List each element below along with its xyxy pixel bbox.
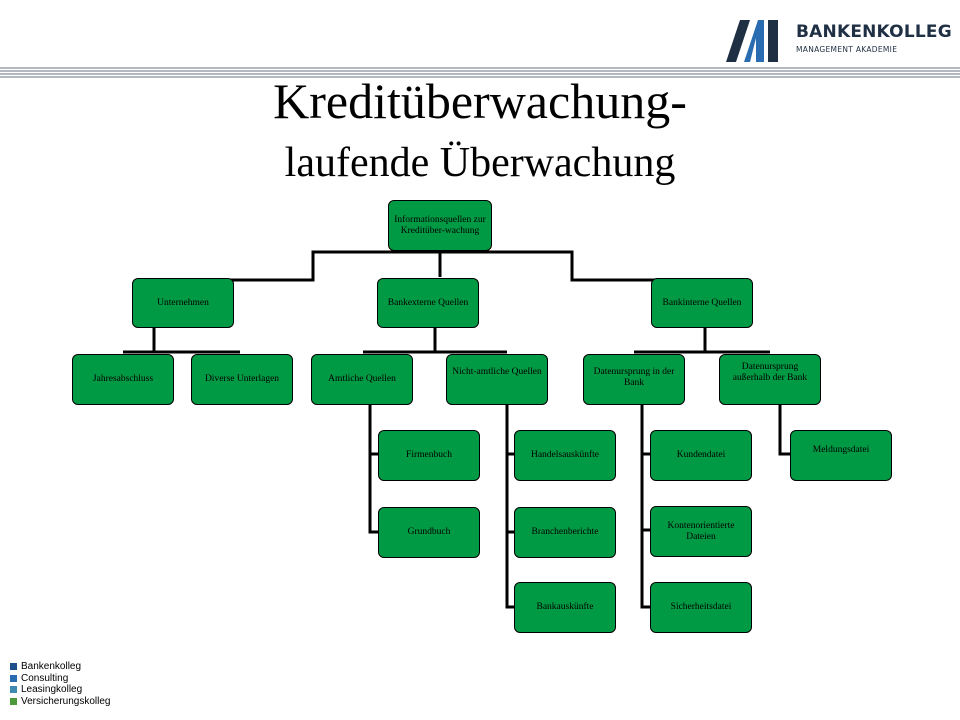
footer-item-consulting: Consulting: [10, 673, 230, 685]
logo-subtitle: MANAGEMENT AKADEMIE: [796, 45, 898, 54]
node-root: Informationsquellen zur Kreditüber-wachu…: [388, 200, 492, 251]
footer-item-versicherungskolleg: Versicherungskolleg: [10, 696, 230, 708]
footer-item-label: Versicherungskolleg: [21, 695, 111, 707]
node-bankauskuenfte: Bankauskünfte: [514, 582, 616, 633]
footer-item-label: Consulting: [21, 672, 69, 684]
node-firmenbuch: Firmenbuch: [378, 430, 480, 481]
header-rules: [0, 67, 960, 78]
footer-item-label: Bankenkolleg: [21, 661, 82, 673]
node-datenursprung-ausserhalb: Datenursprung außerhalb der Bank: [719, 354, 821, 405]
node-sicherheitsdatei: Sicherheitsdatei: [650, 582, 752, 633]
node-kontenorientierte-dateien: Kontenorientierte Dateien: [650, 506, 752, 557]
slide-subtitle: laufende Überwachung: [284, 140, 676, 186]
node-bankinterne-quellen: Bankinterne Quellen: [651, 278, 753, 328]
node-nicht-amtliche-quellen: Nicht-amtliche Quellen: [446, 354, 548, 405]
bankenkolleg-logo: BANKENKOLLEG MANAGEMENT AKADEMIE: [724, 12, 956, 66]
node-bankexterne-quellen: Bankexterne Quellen: [377, 278, 479, 328]
footer-item-leasingkolleg: Leasingkolleg: [10, 684, 230, 696]
square-bullet-icon: [10, 663, 17, 671]
footer-brand-list: Bankenkolleg Consulting Leasingkolleg Ve…: [10, 661, 230, 707]
square-bullet-icon: [10, 674, 17, 682]
slide-title: Kreditüberwachung-: [273, 73, 687, 129]
node-datenursprung-in-der-bank: Datenursprung in der Bank: [583, 354, 685, 405]
node-grundbuch: Grundbuch: [378, 507, 480, 558]
node-kundendatei: Kundendatei: [650, 430, 752, 481]
square-bullet-icon: [10, 697, 17, 705]
node-jahresabschluss: Jahresabschluss: [72, 354, 174, 405]
footer-item-label: Leasingkolleg: [21, 684, 83, 696]
node-unternehmen: Unternehmen: [132, 278, 234, 328]
logo-mark-icon: [726, 20, 778, 62]
node-meldungsdatei: Meldungsdatei: [790, 430, 892, 481]
footer-item-bankenkolleg: Bankenkolleg: [10, 661, 230, 673]
node-branchenberichte: Branchenberichte: [514, 507, 616, 558]
logo-name: BANKENKOLLEG: [796, 22, 952, 42]
square-bullet-icon: [10, 686, 17, 694]
node-handelsauskuenfte: Handelsauskünfte: [514, 430, 616, 481]
node-diverse-unterlagen: Diverse Unterlagen: [191, 354, 293, 405]
node-amtliche-quellen: Amtliche Quellen: [311, 354, 413, 405]
